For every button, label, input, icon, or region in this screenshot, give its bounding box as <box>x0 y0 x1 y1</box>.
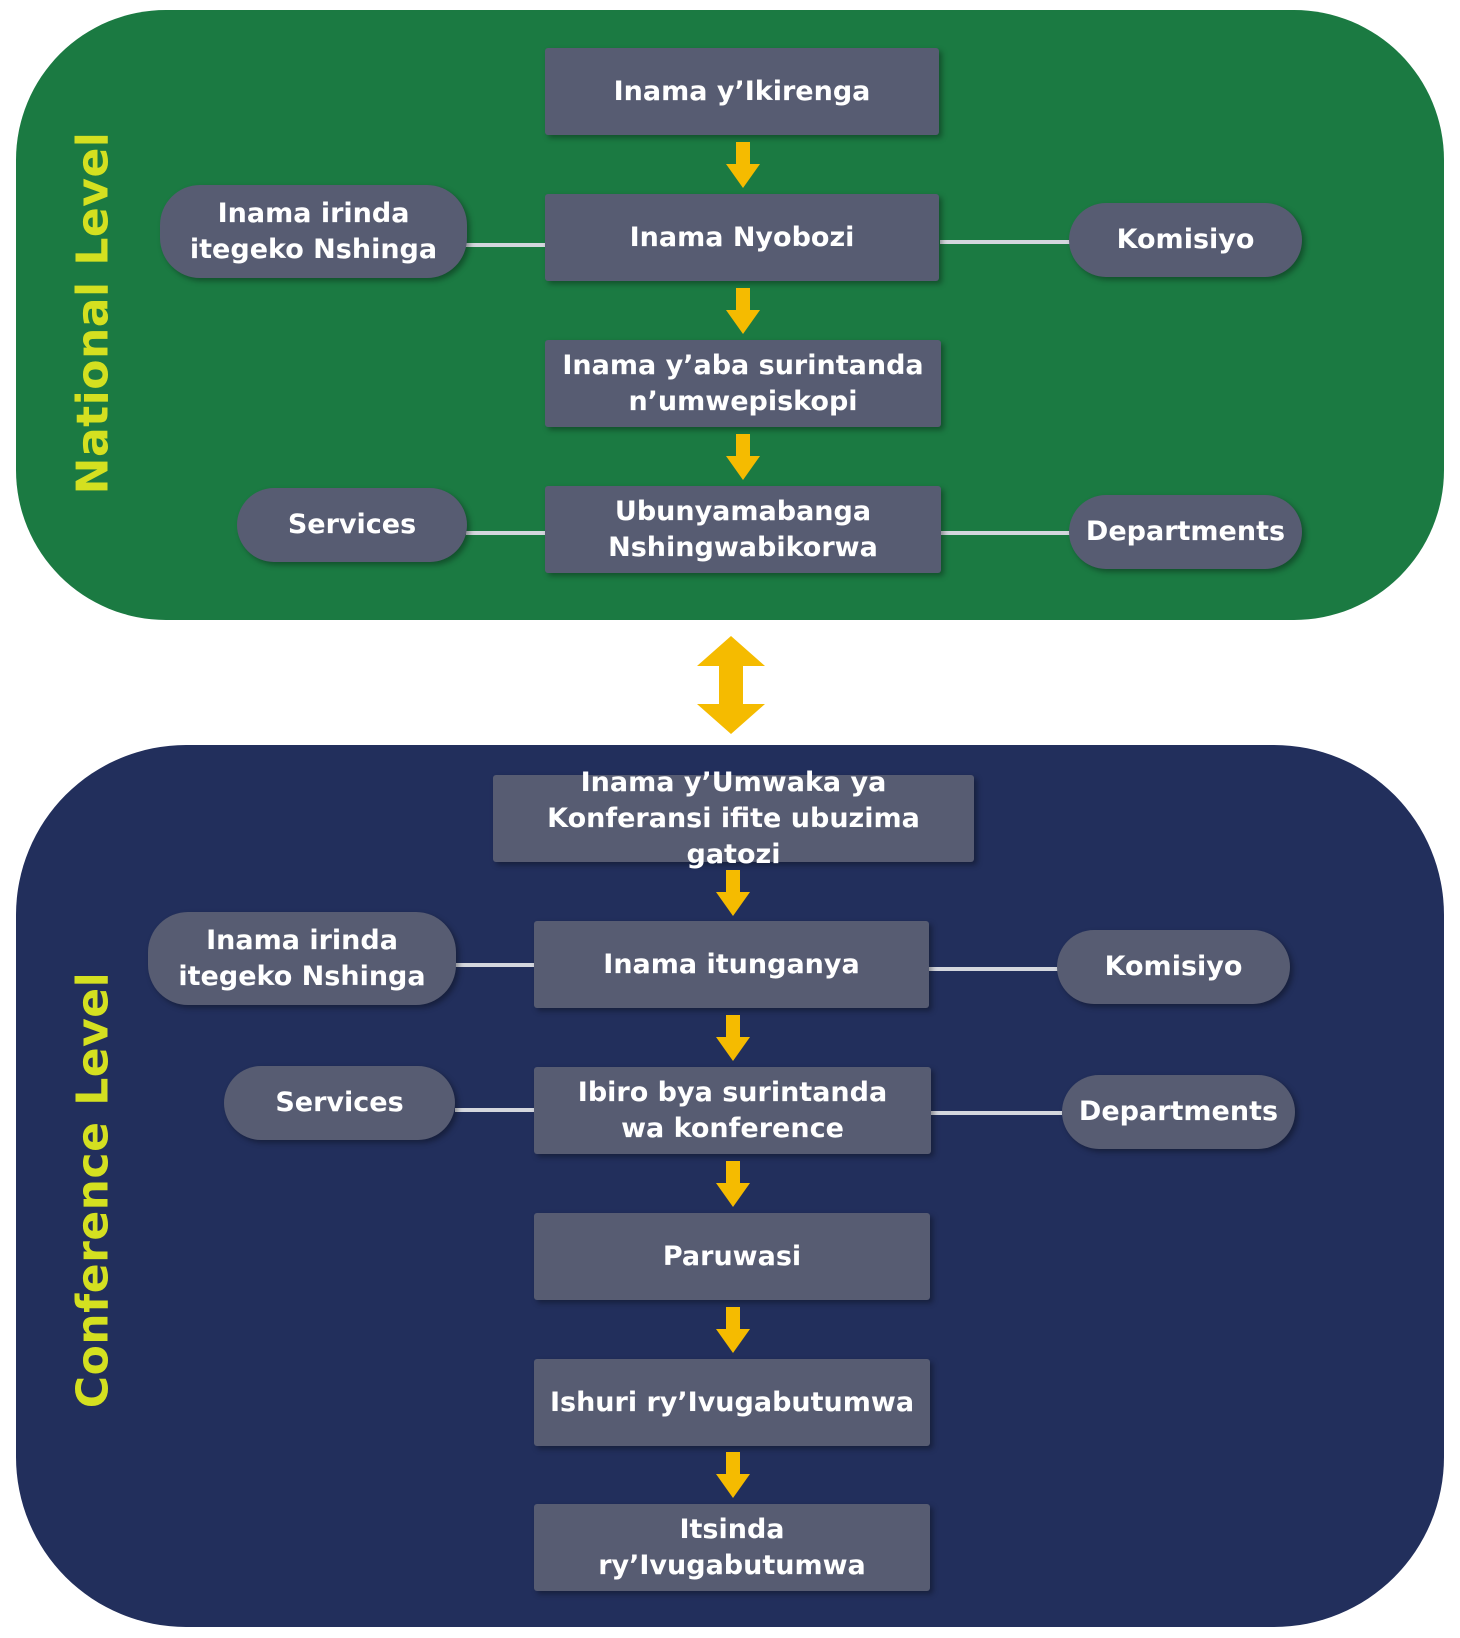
inama-itunganya-box: Inama itunganya <box>534 921 929 1008</box>
connector-line <box>466 531 546 535</box>
connector-line <box>455 963 535 967</box>
itsinda-ivugabutumwa-box: Itsinda ry’Ivugabutumwa <box>534 1504 930 1591</box>
komisiyo-pill: Komisiyo <box>1069 203 1302 277</box>
connector-line <box>466 243 546 247</box>
conference-level-label: Conference Level <box>67 971 119 1409</box>
connector-line <box>455 1108 535 1112</box>
box-label: Inama y’Ikirenga <box>613 75 871 107</box>
down-arrow-icon <box>716 1307 750 1353</box>
pill-label: Komisiyo <box>1104 951 1243 982</box>
inama-ikirenga-box: Inama y’Ikirenga <box>545 48 939 135</box>
down-arrow-icon <box>716 1452 750 1498</box>
box-label: Inama itunganya <box>603 948 860 980</box>
departments-pill: Departments <box>1062 1075 1295 1149</box>
box-label: Inama Nyobozi <box>629 221 855 253</box>
ishuri-ivugabutumwa-box: Ishuri ry’Ivugabutumwa <box>534 1359 930 1446</box>
bidirectional-arrow-icon <box>697 636 765 734</box>
services-pill: Services <box>237 488 467 562</box>
down-arrow-icon <box>716 1161 750 1207</box>
pill-label: Departments <box>1078 1096 1279 1127</box>
box-label: Itsinda ry’Ivugabutumwa <box>598 1513 866 1581</box>
pill-label: Services <box>275 1087 404 1118</box>
pill-label: Services <box>287 509 417 540</box>
paruwasi-box: Paruwasi <box>534 1213 930 1300</box>
down-arrow-icon <box>726 142 760 188</box>
down-arrow-icon <box>726 434 760 480</box>
connector-line <box>940 240 1070 244</box>
pill-label: Komisiyo <box>1116 224 1255 255</box>
national-level-label: National Level <box>67 131 119 495</box>
komisiyo-pill: Komisiyo <box>1057 930 1290 1004</box>
pill-label: Departments <box>1085 516 1286 547</box>
down-arrow-icon <box>726 288 760 334</box>
down-arrow-icon <box>716 1015 750 1061</box>
connector-line <box>940 531 1070 535</box>
connector-line <box>928 967 1058 971</box>
connector-line <box>930 1111 1062 1115</box>
box-label: Paruwasi <box>662 1240 802 1272</box>
departments-pill: Departments <box>1069 495 1302 569</box>
inama-nyobozi-box: Inama Nyobozi <box>545 194 939 281</box>
box-label: Ishuri ry’Ivugabutumwa <box>549 1386 915 1418</box>
down-arrow-icon <box>716 870 750 916</box>
services-pill: Services <box>224 1066 455 1140</box>
